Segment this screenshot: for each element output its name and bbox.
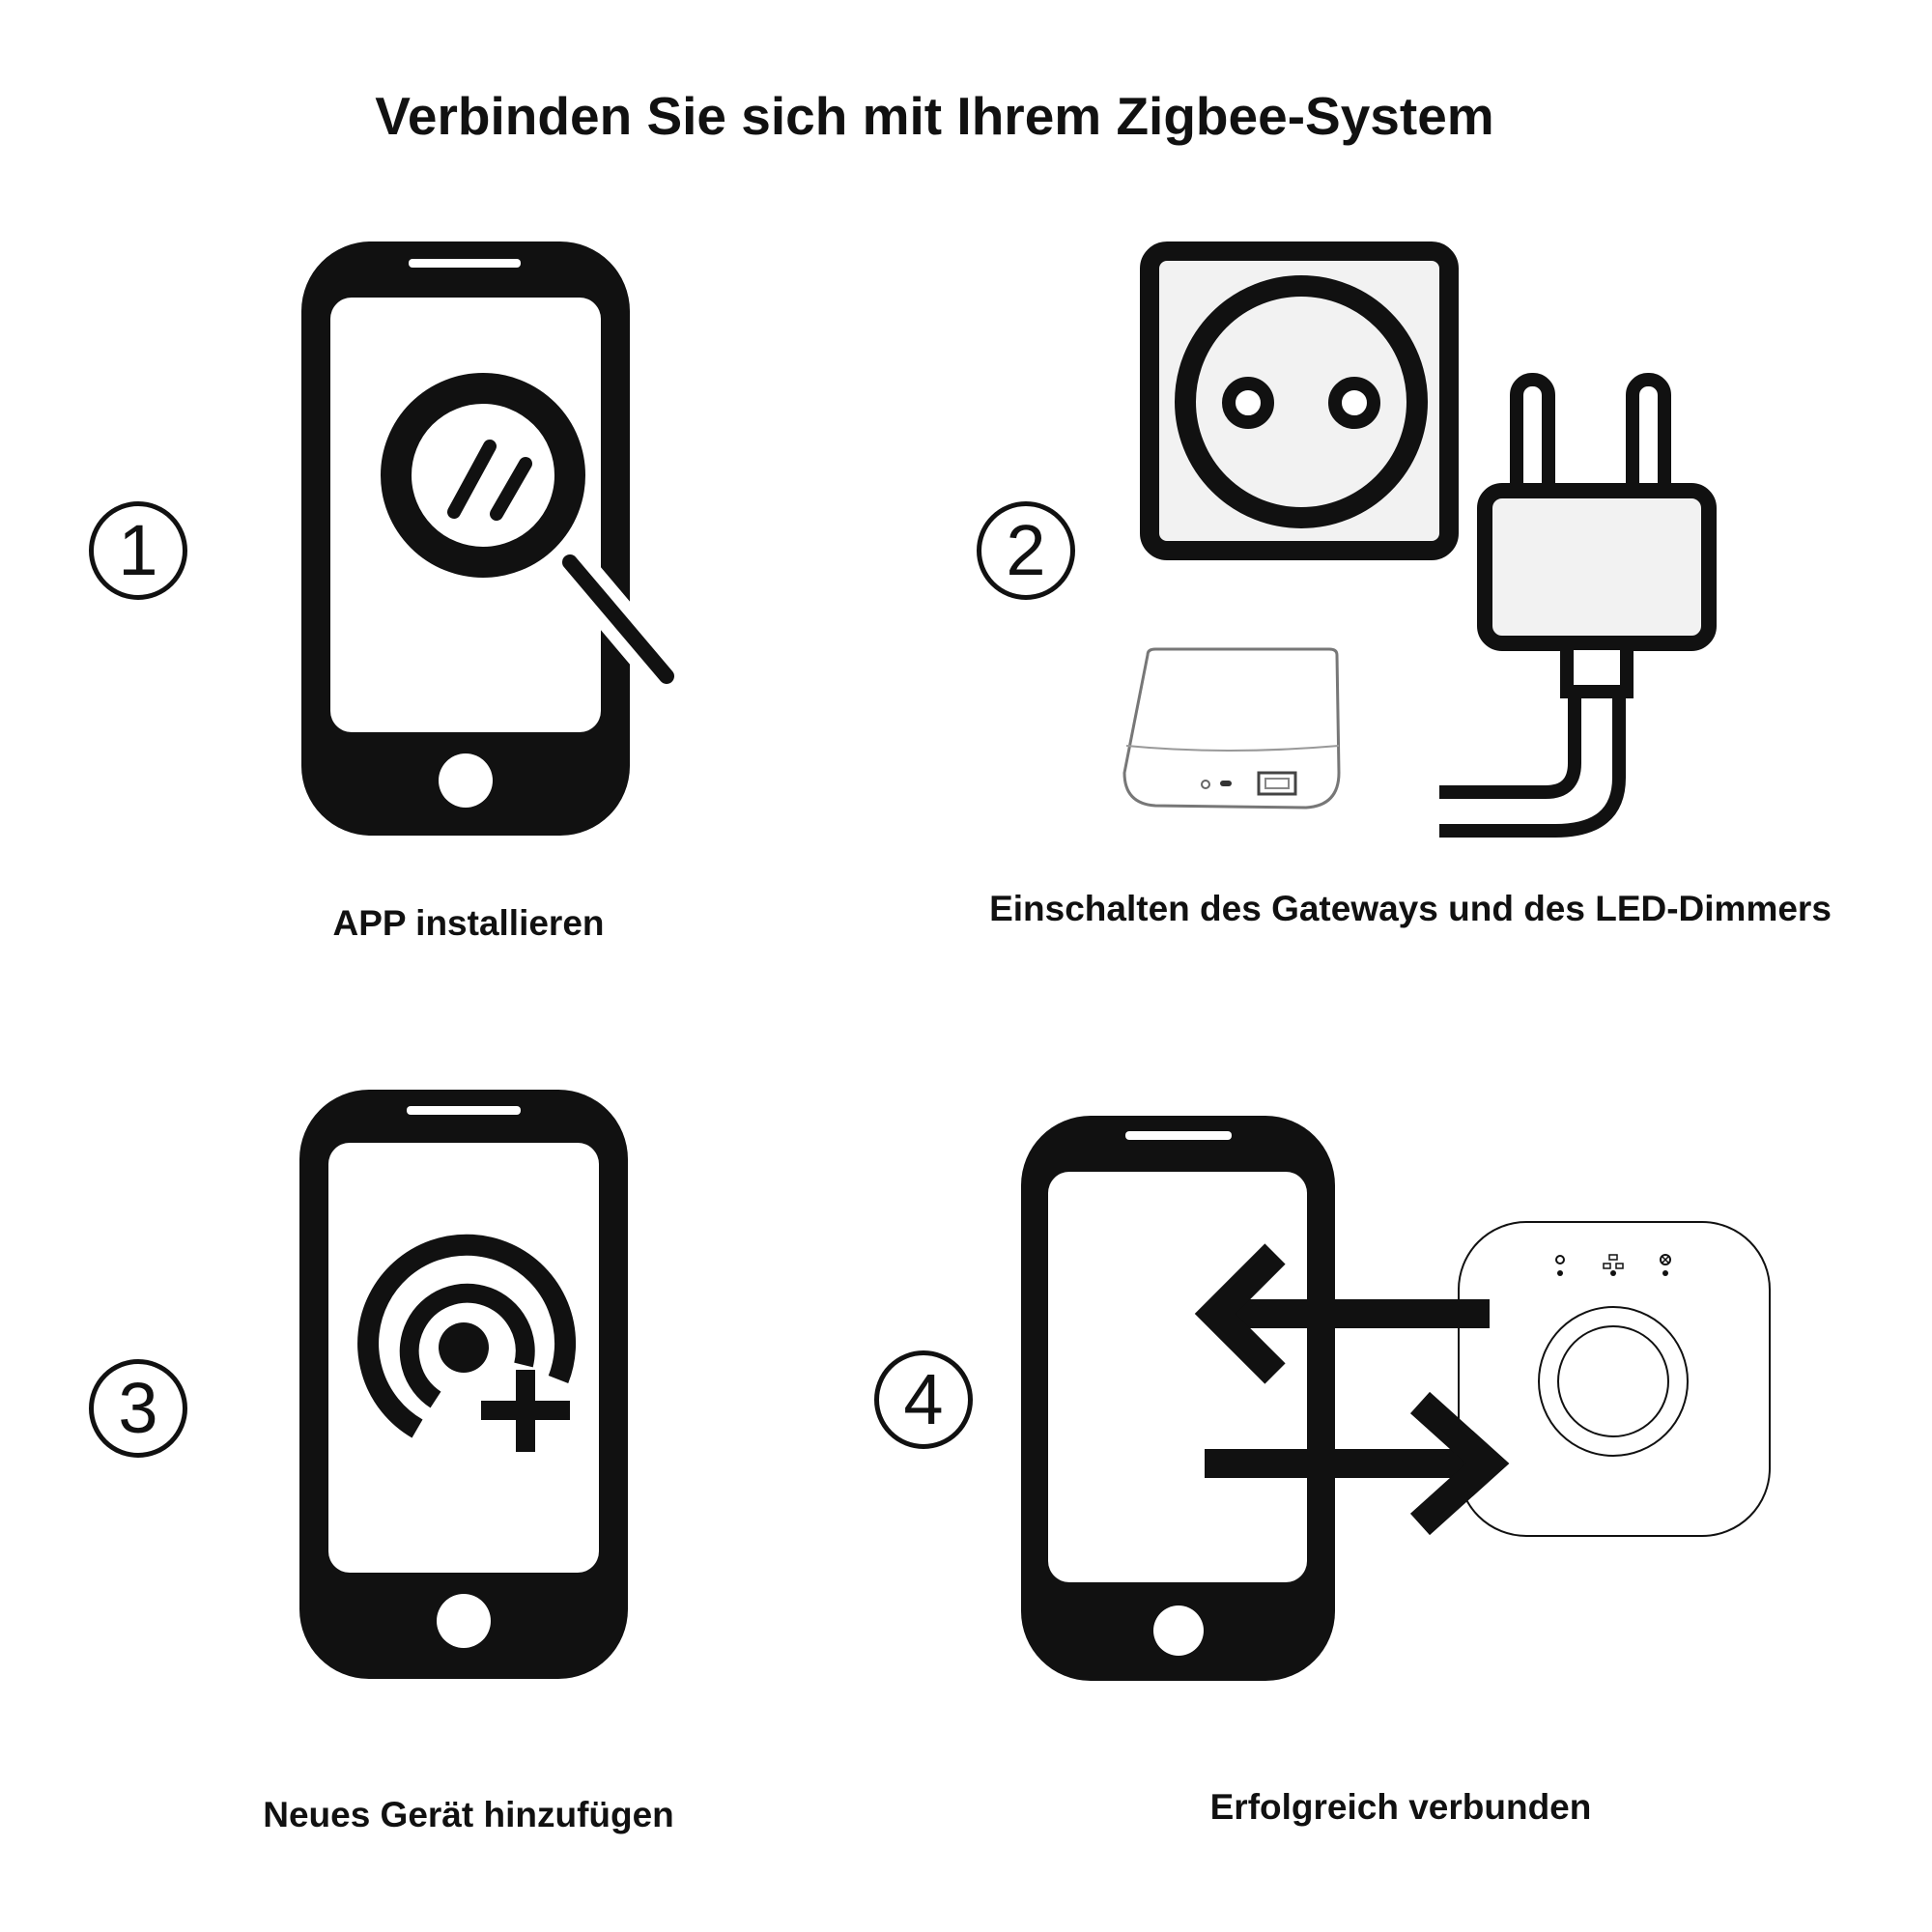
arrow-left-icon — [1194, 1243, 1490, 1384]
add-device-icon — [357, 1234, 577, 1452]
step-3-phone-icon — [299, 1090, 628, 1679]
plug-icon — [1439, 373, 1717, 838]
step-4-label: Erfolgreich verbunden — [1209, 1787, 1592, 1827]
hub-device-icon — [1458, 1221, 1771, 1537]
step-1-number: 1 — [89, 501, 187, 600]
arrow-right-icon — [1205, 1391, 1510, 1536]
page-title: Verbinden Sie sich mit Ihrem Zigbee-Syst… — [375, 86, 1494, 146]
step-2-label: Einschalten des Gateways und des LED-Dim… — [989, 889, 1832, 928]
wall-socket-icon — [1140, 242, 1459, 560]
step-1-label: APP installieren — [332, 903, 605, 943]
gateway-device-icon — [1122, 647, 1341, 810]
magnifier-icon — [381, 373, 687, 696]
step-4-number: 4 — [874, 1350, 973, 1449]
step-3-number: 3 — [89, 1359, 187, 1458]
step-2-number: 2 — [977, 501, 1075, 600]
step-3-label: Neues Gerät hinzufügen — [263, 1795, 674, 1834]
step-4-phone-icon — [1021, 1116, 1335, 1681]
